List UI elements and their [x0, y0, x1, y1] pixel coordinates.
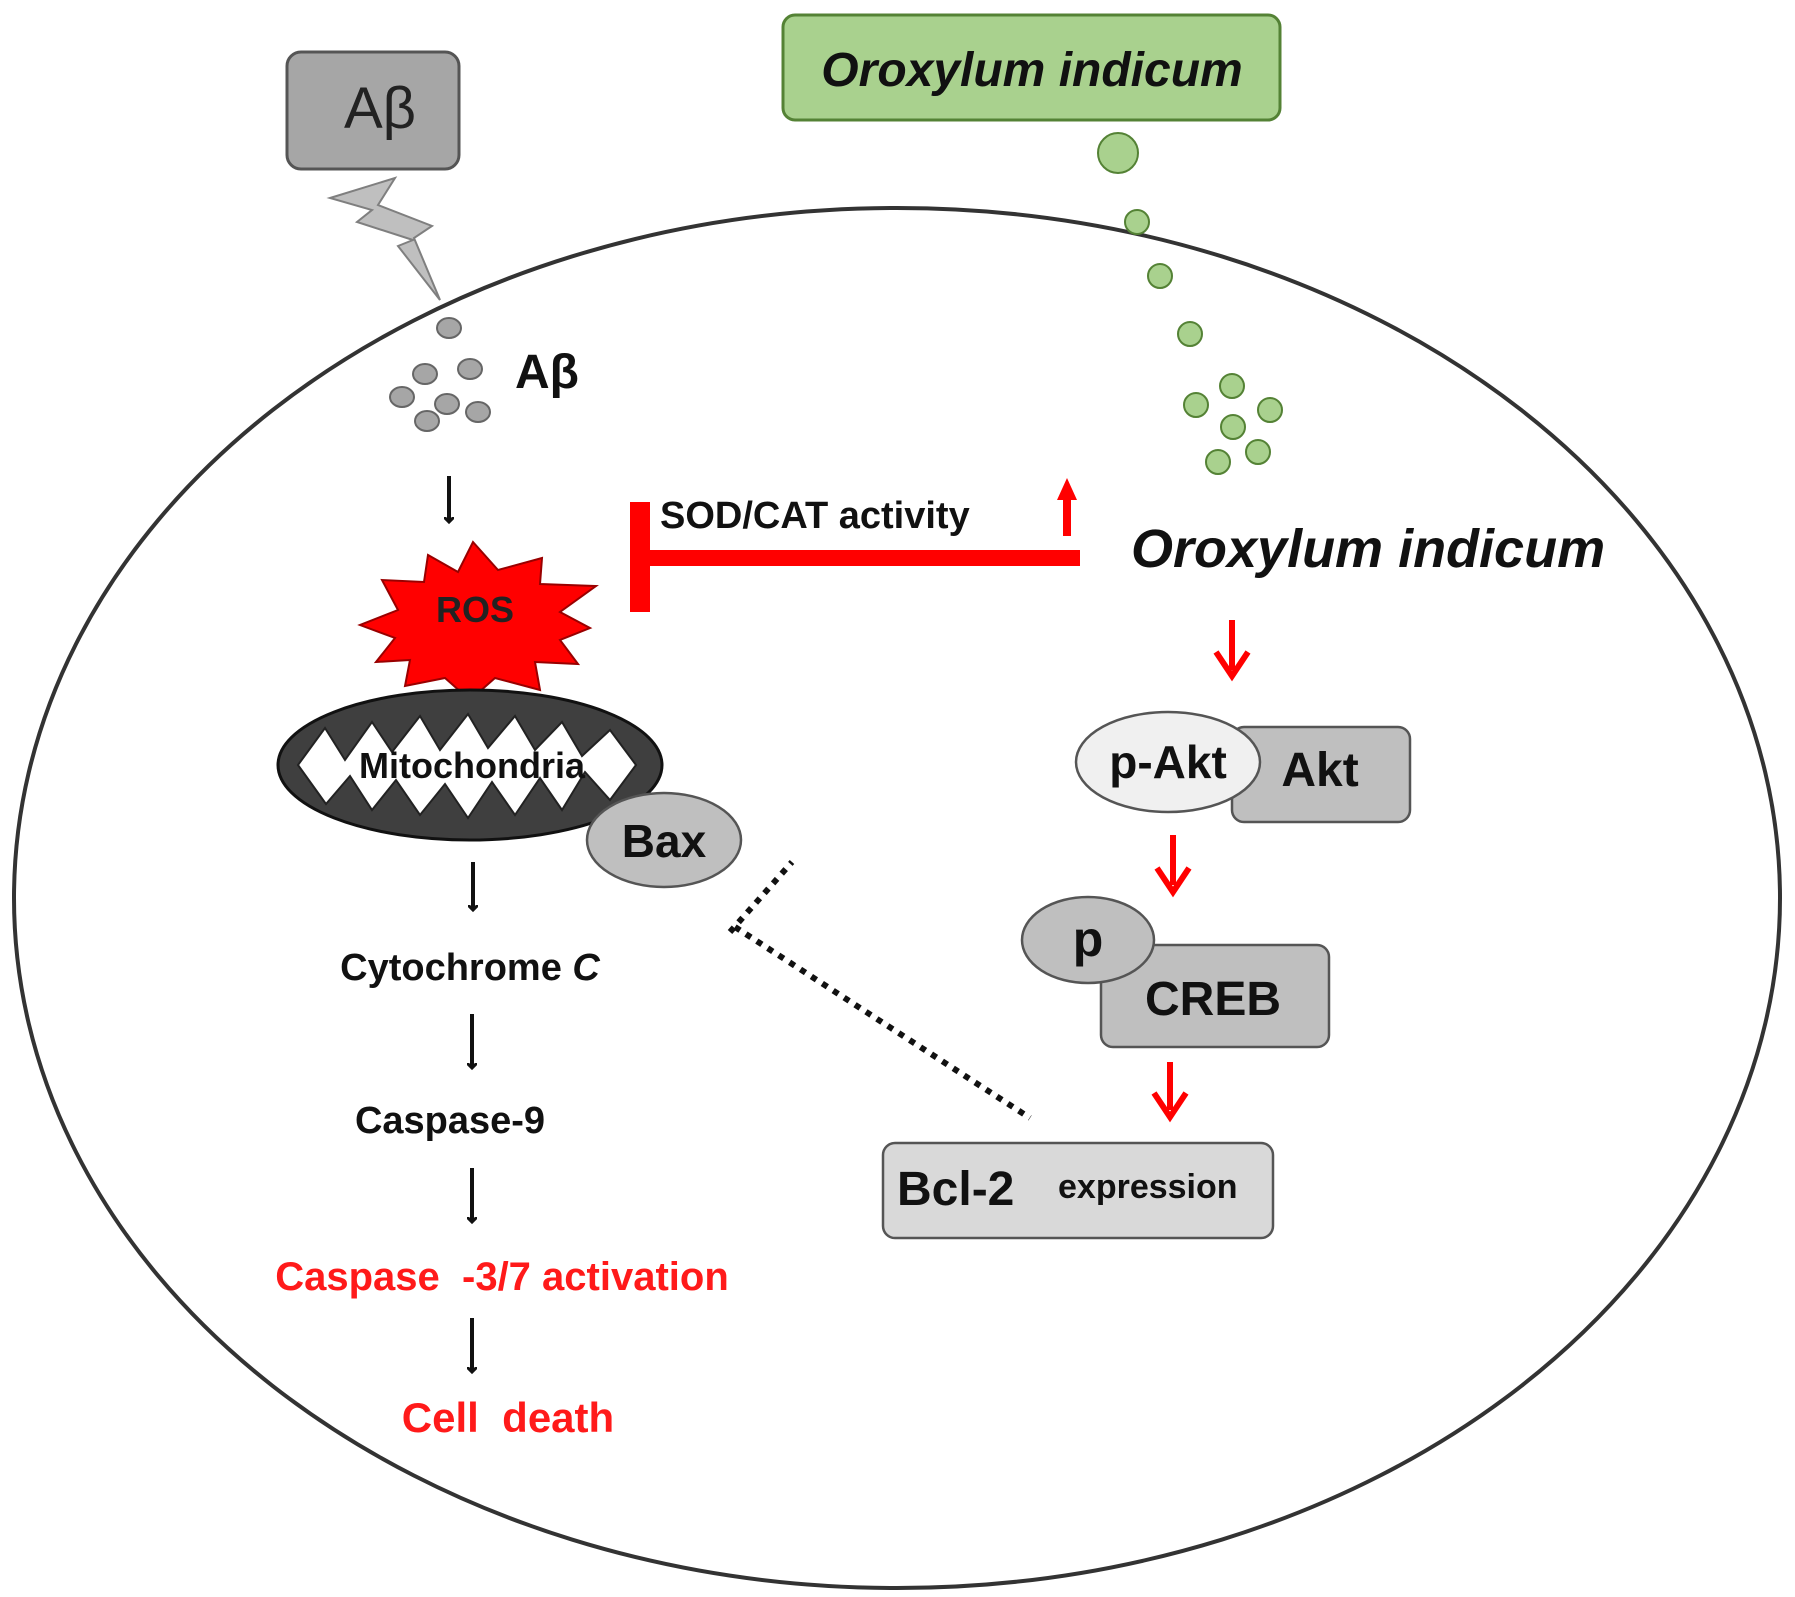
cytochrome-suffix: C — [572, 947, 600, 989]
arrow-extract-to-akt — [1213, 620, 1251, 682]
expression-label: expression — [1058, 1168, 1238, 1206]
bcl2-label: Bcl-2 — [897, 1163, 1014, 1216]
abeta-particles — [389, 317, 491, 432]
inhibition-bar — [630, 502, 650, 612]
p-akt-oval — [1074, 710, 1262, 814]
increase-arrow-icon — [1057, 478, 1077, 536]
p-akt-label: p-Akt — [1109, 736, 1227, 788]
arrow-akt-to-creb — [1154, 835, 1192, 898]
abeta-box-label: Aβ — [344, 76, 416, 141]
mitochondria-cristae — [296, 712, 638, 820]
creb-label: CREB — [1145, 973, 1281, 1026]
creb-box — [1099, 943, 1331, 1049]
extract-inner-label: Oroxylum indicum — [1131, 519, 1605, 579]
p-oval — [1020, 895, 1156, 985]
p-label: p — [1073, 911, 1104, 967]
extract-source: Oroxylum indicum — [781, 13, 1282, 122]
bcl2-box — [881, 1141, 1275, 1240]
mitochondria-label: Mitochondria — [359, 745, 586, 786]
caspase37-label: Caspase -3/7 activation — [275, 1255, 729, 1299]
bax-label: Bax — [622, 815, 707, 867]
extract-box — [781, 13, 1282, 122]
extract-particles — [1097, 132, 1283, 475]
bcl2-box-group: Bcl-2 expression — [881, 1141, 1275, 1240]
abeta-source: Aβ — [285, 50, 461, 171]
caspase9-label: Caspase-9 — [355, 1100, 545, 1142]
cell-death-label: Cell death — [402, 1394, 614, 1441]
cytochrome-label: Cytochrome C — [340, 947, 600, 989]
abeta-box — [285, 50, 461, 171]
ros-label: ROS — [436, 589, 514, 630]
mitochondria: Mitochondria — [276, 688, 664, 842]
abeta-inner-label: Aβ — [515, 346, 579, 399]
inhibition-arrow — [630, 502, 1080, 612]
bax-protein: Bax — [585, 791, 743, 889]
cell-membrane — [12, 206, 1782, 1590]
creb-complex: CREB p — [1020, 895, 1331, 1049]
bcl2-bax-inhibition-dotted — [733, 924, 1032, 1121]
extract-box-label: Oroxylum indicum — [821, 44, 1242, 97]
arrow-creb-to-bcl2 — [1151, 1062, 1189, 1123]
bax-oval — [585, 791, 743, 889]
inhibition-shaft — [640, 550, 1080, 566]
sod-cat-label: SOD/CAT activity — [660, 495, 970, 537]
akt-label: Akt — [1281, 744, 1358, 797]
akt-complex: Akt p-Akt — [1074, 710, 1412, 824]
bcl2-bax-inhibition-bar — [727, 860, 795, 934]
lightning-bolt-icon — [326, 176, 441, 301]
